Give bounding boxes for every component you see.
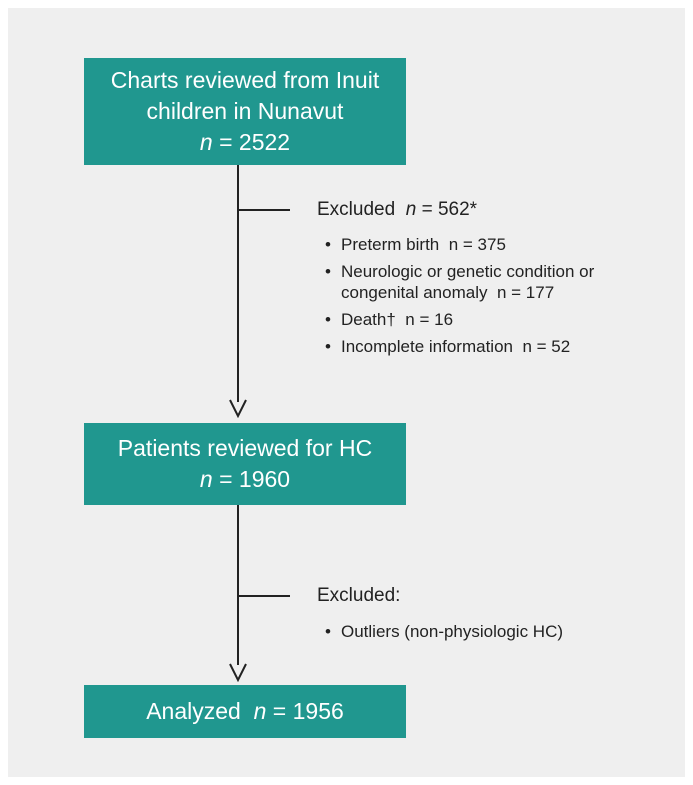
charts-box-count: n = 2522 — [199, 129, 291, 155]
exclusion1-item: Preterm birth n = 375 — [325, 234, 655, 255]
arrowhead-1 — [229, 399, 247, 418]
analyzed-box-text: Analyzed n = 1956 — [146, 698, 344, 724]
exclusion1-list: Preterm birth n = 375 Neurologic or gene… — [325, 234, 655, 363]
charts-box-line2: children in Nunavut — [146, 98, 344, 124]
exclusion2-list: Outliers (non-physiologic HC) — [325, 621, 655, 648]
patients-reviewed-box: Patients reviewed for HC n = 1960 — [84, 423, 406, 505]
connector-line-2 — [237, 505, 239, 665]
exclusion2-item: Outliers (non-physiologic HC) — [325, 621, 655, 642]
exclusion1-item: Death† n = 16 — [325, 309, 655, 330]
charts-reviewed-box: Charts reviewed from Inuit children in N… — [84, 58, 406, 165]
connector-line-1 — [237, 165, 239, 402]
exclusion2-title: Excluded: — [317, 585, 401, 606]
analyzed-box: Analyzed n = 1956 — [84, 685, 406, 738]
exclusion1-item: Incomplete information n = 52 — [325, 336, 655, 357]
exclusion1-title: Excluded n = 562* — [317, 199, 478, 220]
exclusion2-branch-line — [237, 595, 290, 597]
patients-box-count: n = 1960 — [199, 466, 291, 492]
exclusion1-item: Neurologic or genetic condition orcongen… — [325, 261, 655, 303]
arrowhead-2 — [229, 663, 247, 682]
charts-box-line1: Charts reviewed from Inuit — [110, 67, 380, 93]
patients-box-line1: Patients reviewed for HC — [117, 435, 373, 461]
exclusion1-branch-line — [237, 209, 290, 211]
diagram-panel: Charts reviewed from Inuit children in N… — [8, 8, 685, 777]
